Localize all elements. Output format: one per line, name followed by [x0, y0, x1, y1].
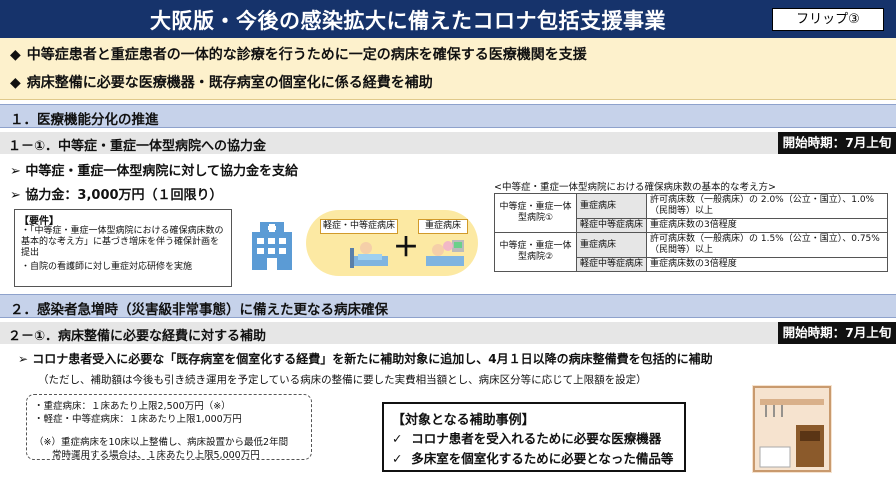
plus-sign: ＋ — [393, 233, 420, 263]
start-date-badge: 開始時期：7月上旬 — [778, 322, 896, 344]
limit-footnote: 常時運用する場合は、１床あたり上限5,000万円 — [52, 450, 260, 461]
table-category-cell: 重症病床 — [576, 193, 647, 219]
title-bar: 大阪版・今後の感染拡大に備えたコロナ包括支援事業 フリップ③ — [0, 0, 896, 38]
requirement-item: ・自院の看護師に対し重症対応研修を実施 — [21, 262, 193, 272]
case-item: ✓ 多床室を個室化するために必要となった備品等 — [392, 451, 674, 466]
requirements-box: 【要件】 ・「中等症・重症一体型病院における確保病床数の基本的な考え方」に基づき… — [14, 209, 232, 287]
patient-bed-icon — [350, 242, 388, 268]
section2-main-line: ➢ コロナ患者受入に必要な「既存病室を個室化する経費」を新たに補助対象に追加し、… — [18, 352, 713, 366]
diamond-icon: ◆ — [10, 47, 21, 63]
summary-bullet: ◆中等症患者と重症患者の一体的な診療を行うために一定の病床を確保する医療機関を支… — [10, 47, 587, 63]
arrow-bullet-icon: ➢ — [10, 164, 26, 179]
table-row: 中等症・重症一体型病院② 重症病床 許可病床数（一般病床）の 1.5%（公立・国… — [494, 232, 888, 272]
requirements-title: 【要件】 — [19, 216, 59, 227]
table-category-cell: 重症病床 — [576, 232, 647, 258]
section-header-2: ２．感染者急増時（災害級非常事態）に備えた更なる病床確保 — [0, 294, 896, 318]
limit-item: ・重症病床：１床あたり上限2,500万円（※） — [34, 401, 231, 412]
page-title: 大阪版・今後の感染拡大に備えたコロナ包括支援事業 — [150, 9, 666, 33]
hospital-icon — [252, 222, 292, 270]
sub-header-2: ２－①．病床整備に必要な経費に対する補助 開始時期：7月上旬 — [0, 322, 896, 344]
table-group-cell: 中等症・重症一体型病院② — [494, 232, 577, 272]
tag-mild-beds: 軽症・中等症病床 — [320, 219, 398, 234]
limit-item: ・軽症・中等症病床：１床あたり上限1,000万円 — [34, 414, 242, 425]
table-group-cell: 中等症・重症一体型病院① — [494, 193, 577, 233]
icu-bed-icon — [426, 240, 464, 266]
summary-box: ◆中等症患者と重症患者の一体的な診療を行うために一定の病床を確保する医療機関を支… — [0, 38, 896, 100]
tag-severe-beds: 重症病床 — [418, 219, 468, 234]
table-detail-cell: 重症病床数の3倍程度 — [646, 257, 888, 272]
check-icon: ✓ — [392, 451, 403, 466]
requirement-item: ・「中等症・重症一体型病院における確保病床数の基本的な考え方」に基づき増床を伴う… — [21, 226, 224, 258]
cases-title: 【対象となる補助事例】 — [392, 413, 535, 428]
limits-note-box — [26, 394, 312, 460]
start-date-badge: 開始時期：7月上旬 — [778, 132, 896, 154]
check-icon: ✓ — [392, 431, 403, 446]
section1-line: ➢ 中等症・重症一体型病院に対して協力金を支給 — [10, 164, 299, 179]
subsidy-cases-box: 【対象となる補助事例】 ✓ コロナ患者を受入れるために必要な医療機器 ✓ 多床室… — [382, 402, 686, 472]
flip-label: フリップ③ — [772, 8, 884, 31]
sub-header-1: １－①．中等症・重症一体型病院への協力金 開始時期：7月上旬 — [0, 132, 896, 154]
table-category-cell: 軽症中等症病床 — [576, 218, 647, 233]
section2-note-line: （ただし、補助額は今後も引き続き運用を予定している病床の整備に要した実費相当額と… — [38, 374, 647, 386]
private-room-icon — [752, 385, 832, 473]
table-row: 中等症・重症一体型病院① 重症病床 許可病床数（一般病床）の 2.0%（公立・国… — [494, 193, 888, 233]
table-row: 軽症中等症病床 重症病床数の3倍程度 — [495, 257, 888, 272]
table-detail-cell: 許可病床数（一般病床）の 1.5%（公立・国立）、0.75%（民間等）以上 — [646, 232, 888, 258]
bed-ratio-table: 中等症・重症一体型病院① 重症病床 許可病床数（一般病床）の 2.0%（公立・国… — [494, 193, 888, 272]
table-detail-cell: 許可病床数（一般病床）の 2.0%（公立・国立）、1.0%（民間等）以上 — [646, 193, 888, 219]
arrow-bullet-icon: ➢ — [10, 188, 26, 203]
section-header-1: １．医療機能分化の推進 — [0, 104, 896, 128]
case-item: ✓ コロナ患者を受入れるために必要な医療機器 — [392, 431, 662, 446]
table-category-cell: 軽症中等症病床 — [576, 257, 647, 272]
limit-footnote: （※）重症病床を10床以上整備し、病床設置から最低2年間 — [34, 437, 289, 448]
table-caption: <中等症・重症一体型病院における確保病床数の基本的な考え方> — [494, 182, 776, 193]
table-detail-cell: 重症病床数の3倍程度 — [646, 218, 888, 233]
summary-bullet: ◆病床整備に必要な医療機器・既存病室の個室化に係る経費を補助 — [10, 75, 433, 91]
diamond-icon: ◆ — [10, 75, 21, 91]
section1-line: ➢ 協力金：3,000万円（１回限り） — [10, 188, 223, 203]
arrow-bullet-icon: ➢ — [18, 352, 33, 366]
